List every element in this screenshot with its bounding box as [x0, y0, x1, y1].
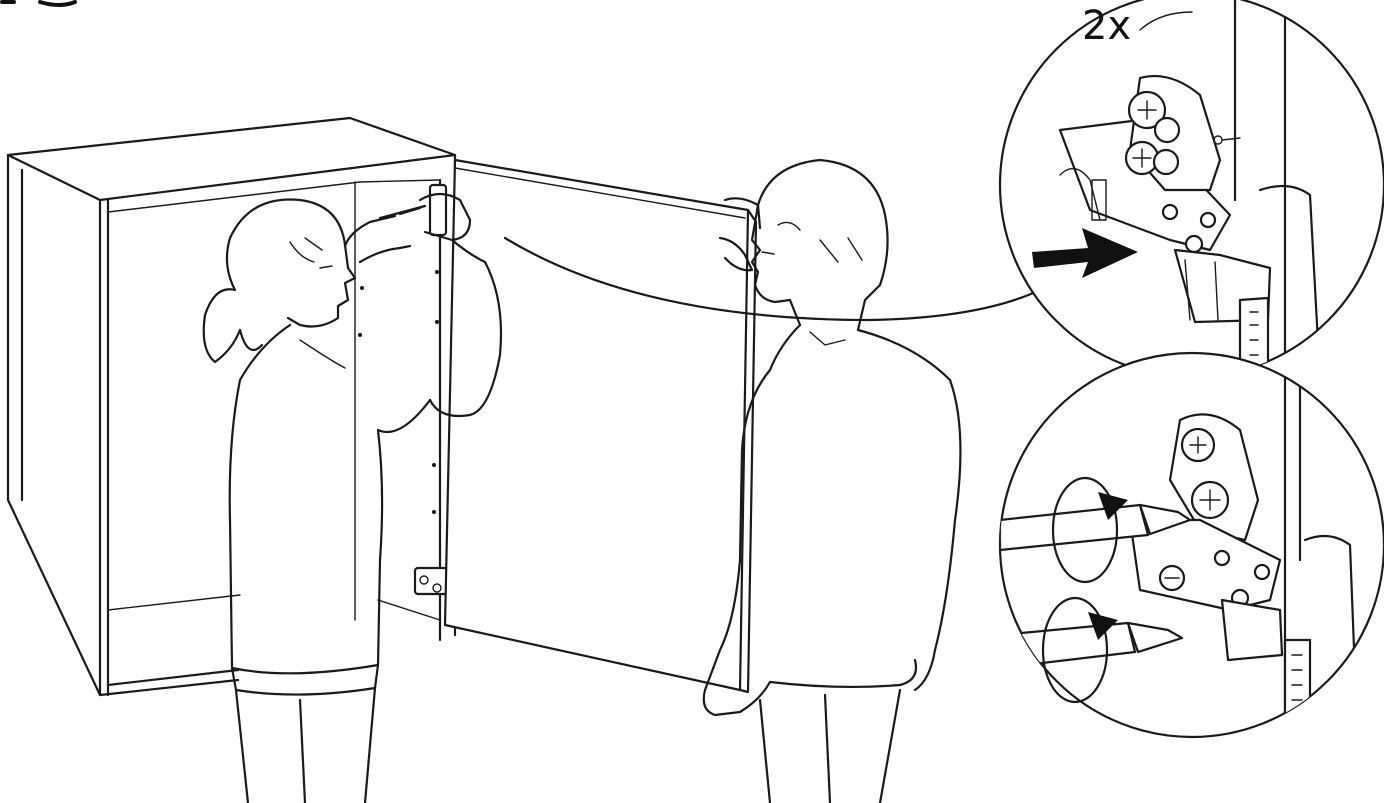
- detail-circle-top: [1000, 0, 1384, 400]
- cabinet-door: [445, 160, 756, 692]
- detail-circle-bottom: [1000, 353, 1384, 803]
- quantity-label: 2x: [1082, 6, 1131, 46]
- screwdriver-icon: [380, 206, 425, 218]
- step-number-fragment: [2, 2, 75, 5]
